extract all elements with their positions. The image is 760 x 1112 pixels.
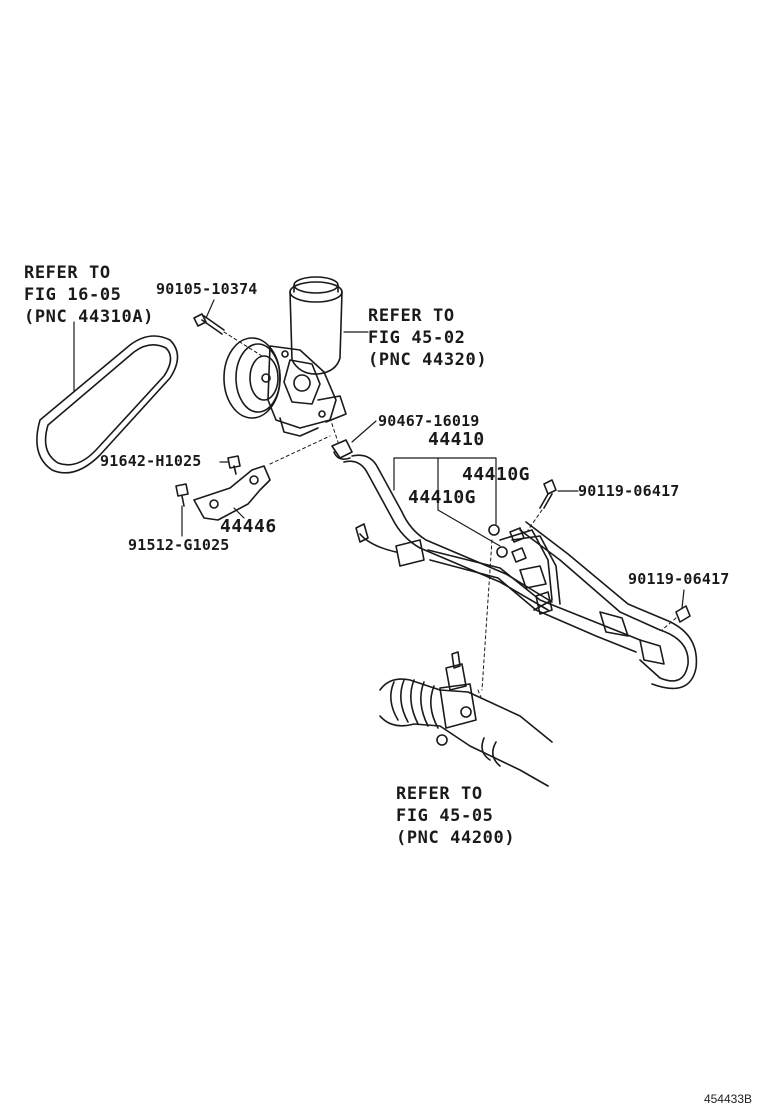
- part-label-bracket-bolt-upper[interactable]: 91642-H1025: [100, 452, 202, 470]
- part-label-bracket-bolt-lower[interactable]: 91512-G1025: [128, 536, 230, 554]
- power-steering-pump: [223, 276, 347, 437]
- pressure-hose-assembly: [343, 454, 698, 690]
- belt-reference-note: REFER TO FIG 16-05 (PNC 44310A): [24, 262, 154, 328]
- union-bolt: [329, 417, 353, 460]
- gear-ref-line-2: FIG 45-05: [396, 806, 494, 826]
- reservoir-reference-note: REFER TO FIG 45-02 (PNC 44320): [368, 305, 487, 371]
- part-label-gasket-lower[interactable]: 44410G: [408, 487, 477, 508]
- gear-reference-note: REFER TO FIG 45-05 (PNC 44200): [396, 783, 515, 849]
- part-label-pressure-tube[interactable]: 44410: [428, 429, 485, 450]
- gear-ref-line-3: (PNC 44200): [396, 828, 516, 848]
- reservoir-ref-line-2: FIG 45-02: [368, 328, 466, 348]
- gear-ref-line-1: REFER TO: [396, 784, 483, 804]
- part-label-right-bolt-upper[interactable]: 90119-06417: [578, 482, 680, 500]
- part-label-gasket-upper[interactable]: 44410G: [462, 464, 531, 485]
- steering-gear: [379, 539, 553, 787]
- reservoir-ref-line-3: (PNC 44320): [368, 350, 488, 370]
- part-label-pump-bolt[interactable]: 90105-10374: [156, 280, 258, 298]
- part-label-right-bolt-lower[interactable]: 90119-06417: [628, 570, 730, 588]
- belt-ref-line-2: FIG 16-05: [24, 285, 122, 305]
- part-label-union-bolt[interactable]: 90467-16019: [378, 412, 480, 430]
- drive-belt: [36, 335, 179, 474]
- leader-lines: [73, 299, 685, 609]
- figure-id: 454433B: [703, 1092, 752, 1106]
- belt-ref-line-3: (PNC 44310A): [24, 307, 155, 327]
- mounting-bracket: [175, 435, 331, 521]
- part-label-bracket[interactable]: 44446: [220, 516, 277, 537]
- reservoir-ref-line-1: REFER TO: [368, 306, 455, 326]
- pump-bolt: [193, 313, 263, 357]
- right-bolts: [527, 479, 691, 631]
- belt-ref-line-1: REFER TO: [24, 263, 111, 283]
